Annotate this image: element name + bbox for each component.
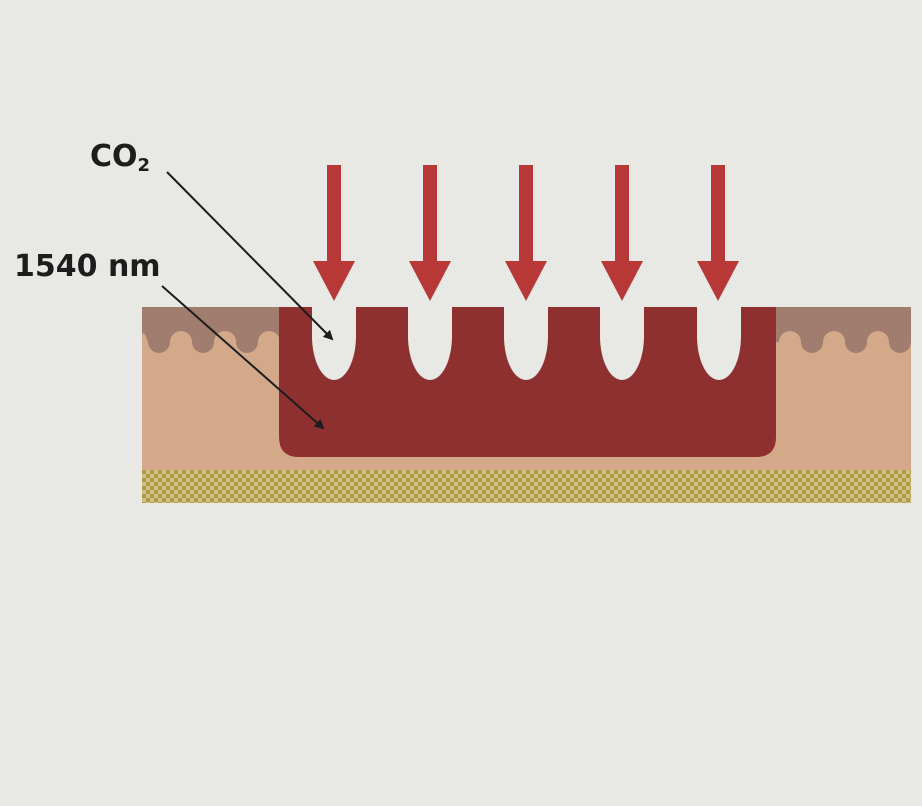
down-arrow-icon (505, 165, 547, 301)
wavelength-label: 1540 nm (14, 249, 161, 284)
ablation-channel (504, 306, 548, 380)
co2-label-subscript: 2 (137, 155, 151, 176)
treated-zone (279, 307, 776, 457)
down-arrow-icon (697, 165, 739, 301)
co2-label-main: CO (90, 139, 138, 174)
laser-beams (313, 165, 739, 301)
down-arrow-icon (601, 165, 643, 301)
wavelength-pointer-arrow (161, 285, 325, 430)
co2-pointer-arrow (166, 171, 334, 341)
co2-label: CO2 (90, 142, 150, 175)
epidermis-right (776, 307, 911, 353)
ablation-channel (408, 306, 452, 380)
ablation-channel (600, 306, 644, 380)
down-arrow-icon (409, 165, 451, 301)
down-arrow-icon (313, 165, 355, 301)
ablation-channel (697, 306, 741, 380)
dermis-layer (142, 470, 911, 503)
ablation-channel (312, 306, 356, 380)
ablation-channels (312, 306, 741, 380)
